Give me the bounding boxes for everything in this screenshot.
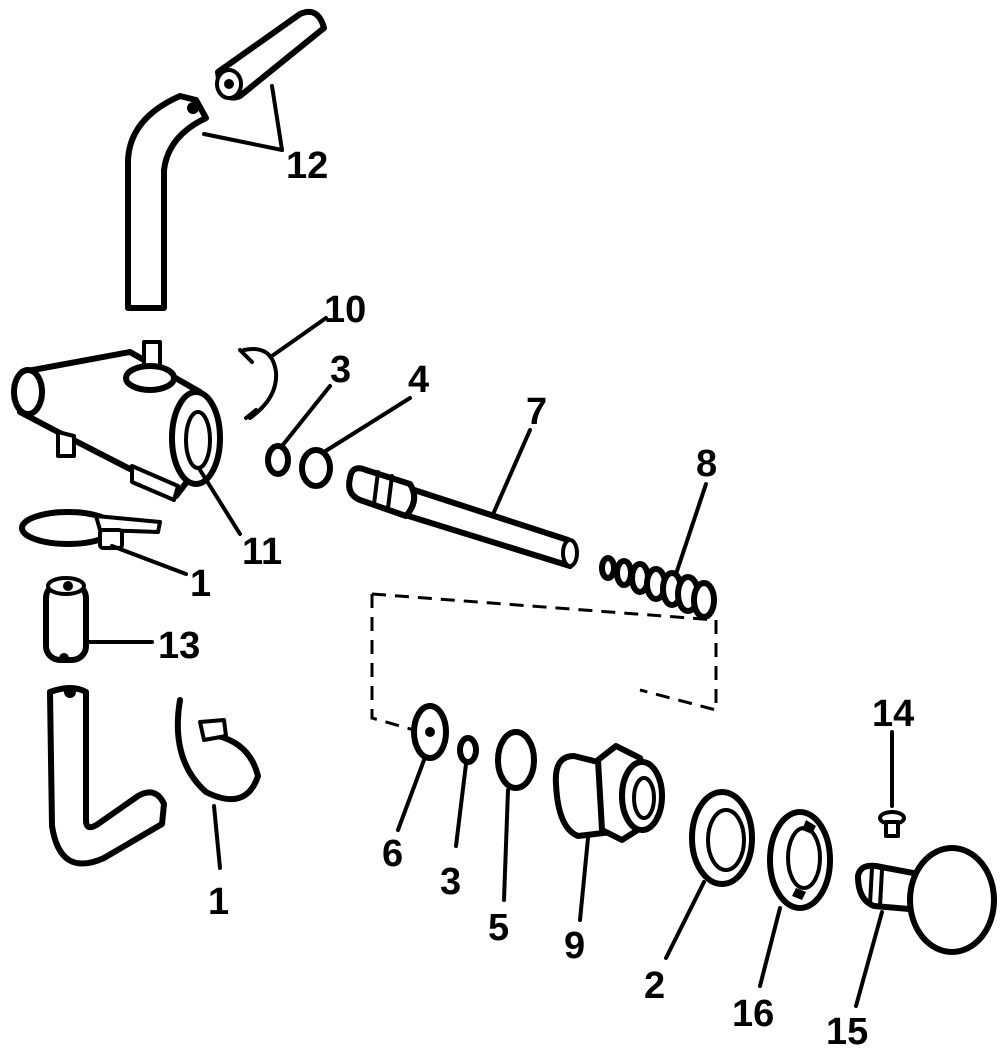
part-2-ring-nut — [689, 789, 755, 887]
callout-13: 13 — [158, 625, 200, 667]
leader-3-lower — [454, 762, 468, 848]
assembly-dashed-outline — [370, 592, 718, 732]
leader-3-upper — [280, 384, 332, 448]
callout-7: 7 — [526, 391, 547, 433]
spring-coil-7 — [691, 580, 717, 620]
part-11-housing — [11, 340, 223, 502]
callout-12: 12 — [286, 145, 328, 187]
callout-8: 8 — [696, 443, 717, 485]
hose-bent-segment — [125, 93, 209, 311]
knob-cap — [907, 845, 997, 955]
part-14-screw — [878, 810, 906, 838]
spring-coil-2 — [614, 558, 634, 588]
hose-straight-bore — [224, 79, 234, 89]
part-13-short-hose — [43, 576, 89, 663]
plunger-shaft — [399, 485, 578, 569]
short-hose-bore-top — [63, 581, 73, 591]
clamp-lower-screw-housing — [198, 718, 228, 742]
callout-6: 6 — [382, 833, 403, 875]
part-3-4-o-rings-upper — [265, 443, 333, 489]
leader-12-b — [202, 132, 284, 152]
part-15-knob — [855, 845, 997, 955]
callout-16: 16 — [732, 993, 774, 1035]
o-ring-3-upper — [265, 443, 291, 477]
part-8-spring — [599, 555, 717, 620]
part-6-washer — [411, 703, 449, 761]
callout-3-upper: 3 — [330, 349, 351, 391]
callout-1-lower: 1 — [208, 881, 229, 923]
callout-9: 9 — [564, 925, 585, 967]
callout-15: 15 — [826, 1011, 868, 1053]
elbow-hose — [47, 685, 167, 867]
part-10-retaining-clip — [238, 347, 279, 420]
leader-7 — [492, 428, 532, 514]
clamp-upper-screw-housing — [98, 528, 124, 550]
leader-12-a — [270, 84, 284, 152]
part-16-bezel — [767, 809, 833, 911]
washer-hole — [425, 727, 435, 737]
bezel-tab-bottom — [792, 888, 806, 900]
elbow-hose-body — [47, 685, 167, 867]
plunger-head — [346, 465, 418, 519]
part-1-clamp-lower — [174, 697, 261, 803]
o-ring-4 — [299, 447, 333, 489]
leader-16 — [758, 906, 782, 988]
housing-inlet-end — [11, 367, 45, 417]
ring-nut-inner — [706, 808, 746, 872]
part-9-bushing — [552, 743, 665, 843]
leader-10 — [270, 316, 328, 358]
leader-15 — [854, 910, 884, 1008]
leader-9 — [578, 836, 590, 922]
callout-5: 5 — [488, 907, 509, 949]
clip-ends — [238, 348, 258, 420]
leader-lines — [86, 84, 894, 1008]
leader-4 — [322, 396, 412, 454]
part-12-hoses — [125, 8, 327, 311]
part-3-o-ring-lower — [457, 735, 479, 765]
leader-8 — [674, 482, 708, 576]
leader-1-upper — [110, 544, 188, 576]
screw-shank — [884, 820, 900, 838]
housing-lower-nipple — [56, 430, 76, 458]
callout-1-upper: 1 — [190, 563, 211, 605]
callout-2: 2 — [644, 965, 665, 1007]
bushing-bore — [632, 776, 656, 820]
leader-1-lower — [212, 804, 222, 870]
callout-4: 4 — [408, 359, 429, 401]
housing-base-block — [130, 464, 180, 502]
housing-boss — [123, 363, 177, 393]
clip-arc — [242, 347, 279, 420]
leader-6 — [396, 758, 426, 832]
leader-2 — [664, 880, 706, 960]
callout-11: 11 — [242, 531, 282, 573]
leader-11 — [198, 468, 242, 536]
short-hose-bore-bottom — [59, 653, 69, 663]
leader-5 — [502, 788, 510, 902]
hose-bent-bore — [187, 102, 199, 114]
elbow-hose-bore — [64, 686, 76, 698]
bezel-tab-top — [802, 820, 816, 834]
housing-outlet-bore — [184, 410, 212, 470]
plunger-head-grooves — [372, 470, 394, 510]
callout-14: 14 — [872, 693, 914, 735]
spring-coil-1 — [599, 555, 617, 581]
callout-3-lower: 3 — [440, 861, 461, 903]
bezel-inner — [786, 826, 822, 890]
callout-10: 10 — [324, 289, 366, 331]
part-5-seal-ring — [495, 729, 537, 791]
callout-numbers: 12 10 3 4 7 8 11 1 13 14 6 3 1 5 9 2 16 … — [158, 145, 914, 1053]
part-1-clamp-upper — [19, 509, 162, 550]
clamp-lower-band — [174, 697, 261, 803]
plunger-shaft-end — [561, 538, 579, 568]
part-7-plunger — [346, 465, 579, 569]
knob-stem-grooves — [868, 866, 884, 908]
